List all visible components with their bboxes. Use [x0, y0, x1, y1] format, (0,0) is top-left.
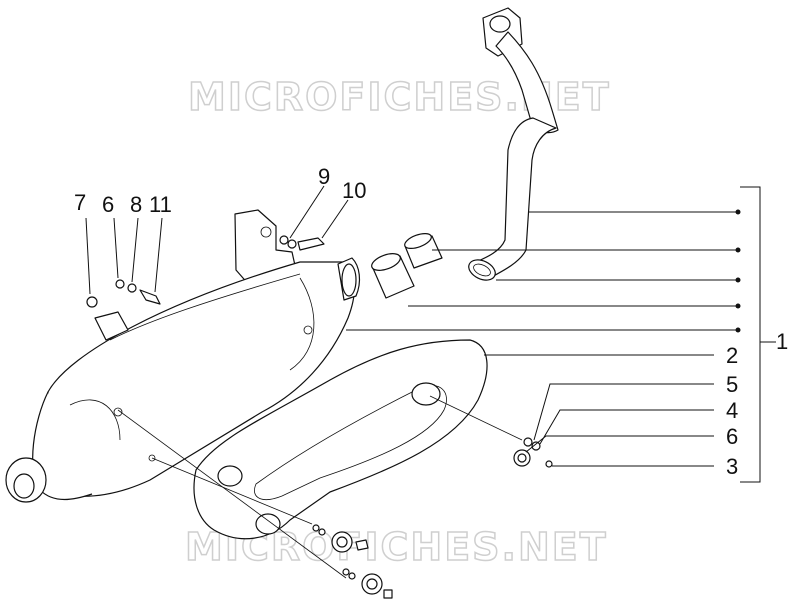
callout-10: 10 — [342, 178, 366, 203]
callout-11: 11 — [149, 192, 172, 217]
bolt-washer-group-left — [85, 217, 163, 308]
gasket-sleeve-small — [404, 233, 443, 269]
callout-8: 8 — [130, 192, 142, 217]
callout-6-left: 6 — [102, 192, 114, 217]
callout-5: 5 — [726, 372, 738, 397]
exhaust-pipe-icon — [468, 7, 559, 281]
heat-shield-icon — [193, 339, 488, 540]
callout-6-right: 6 — [726, 424, 738, 449]
callout-3: 3 — [726, 454, 738, 479]
bolt-washer-group-top — [279, 185, 349, 251]
exhaust-muffler-icon — [5, 209, 361, 503]
callout-1: 1 — [776, 329, 788, 354]
callout-9: 9 — [318, 164, 330, 189]
callout-1-leaders — [346, 186, 776, 483]
bolt-washer-group-right — [513, 437, 553, 468]
callout-4: 4 — [726, 398, 738, 423]
callout-7: 7 — [74, 190, 86, 215]
callout-right-leaders — [484, 354, 714, 467]
callout-2: 2 — [726, 343, 738, 368]
bolt-washer-group-bottom-upper — [312, 524, 369, 553]
gasket-sleeve-large — [371, 253, 415, 299]
bolt-washer-group-bottom-lower — [342, 568, 393, 599]
